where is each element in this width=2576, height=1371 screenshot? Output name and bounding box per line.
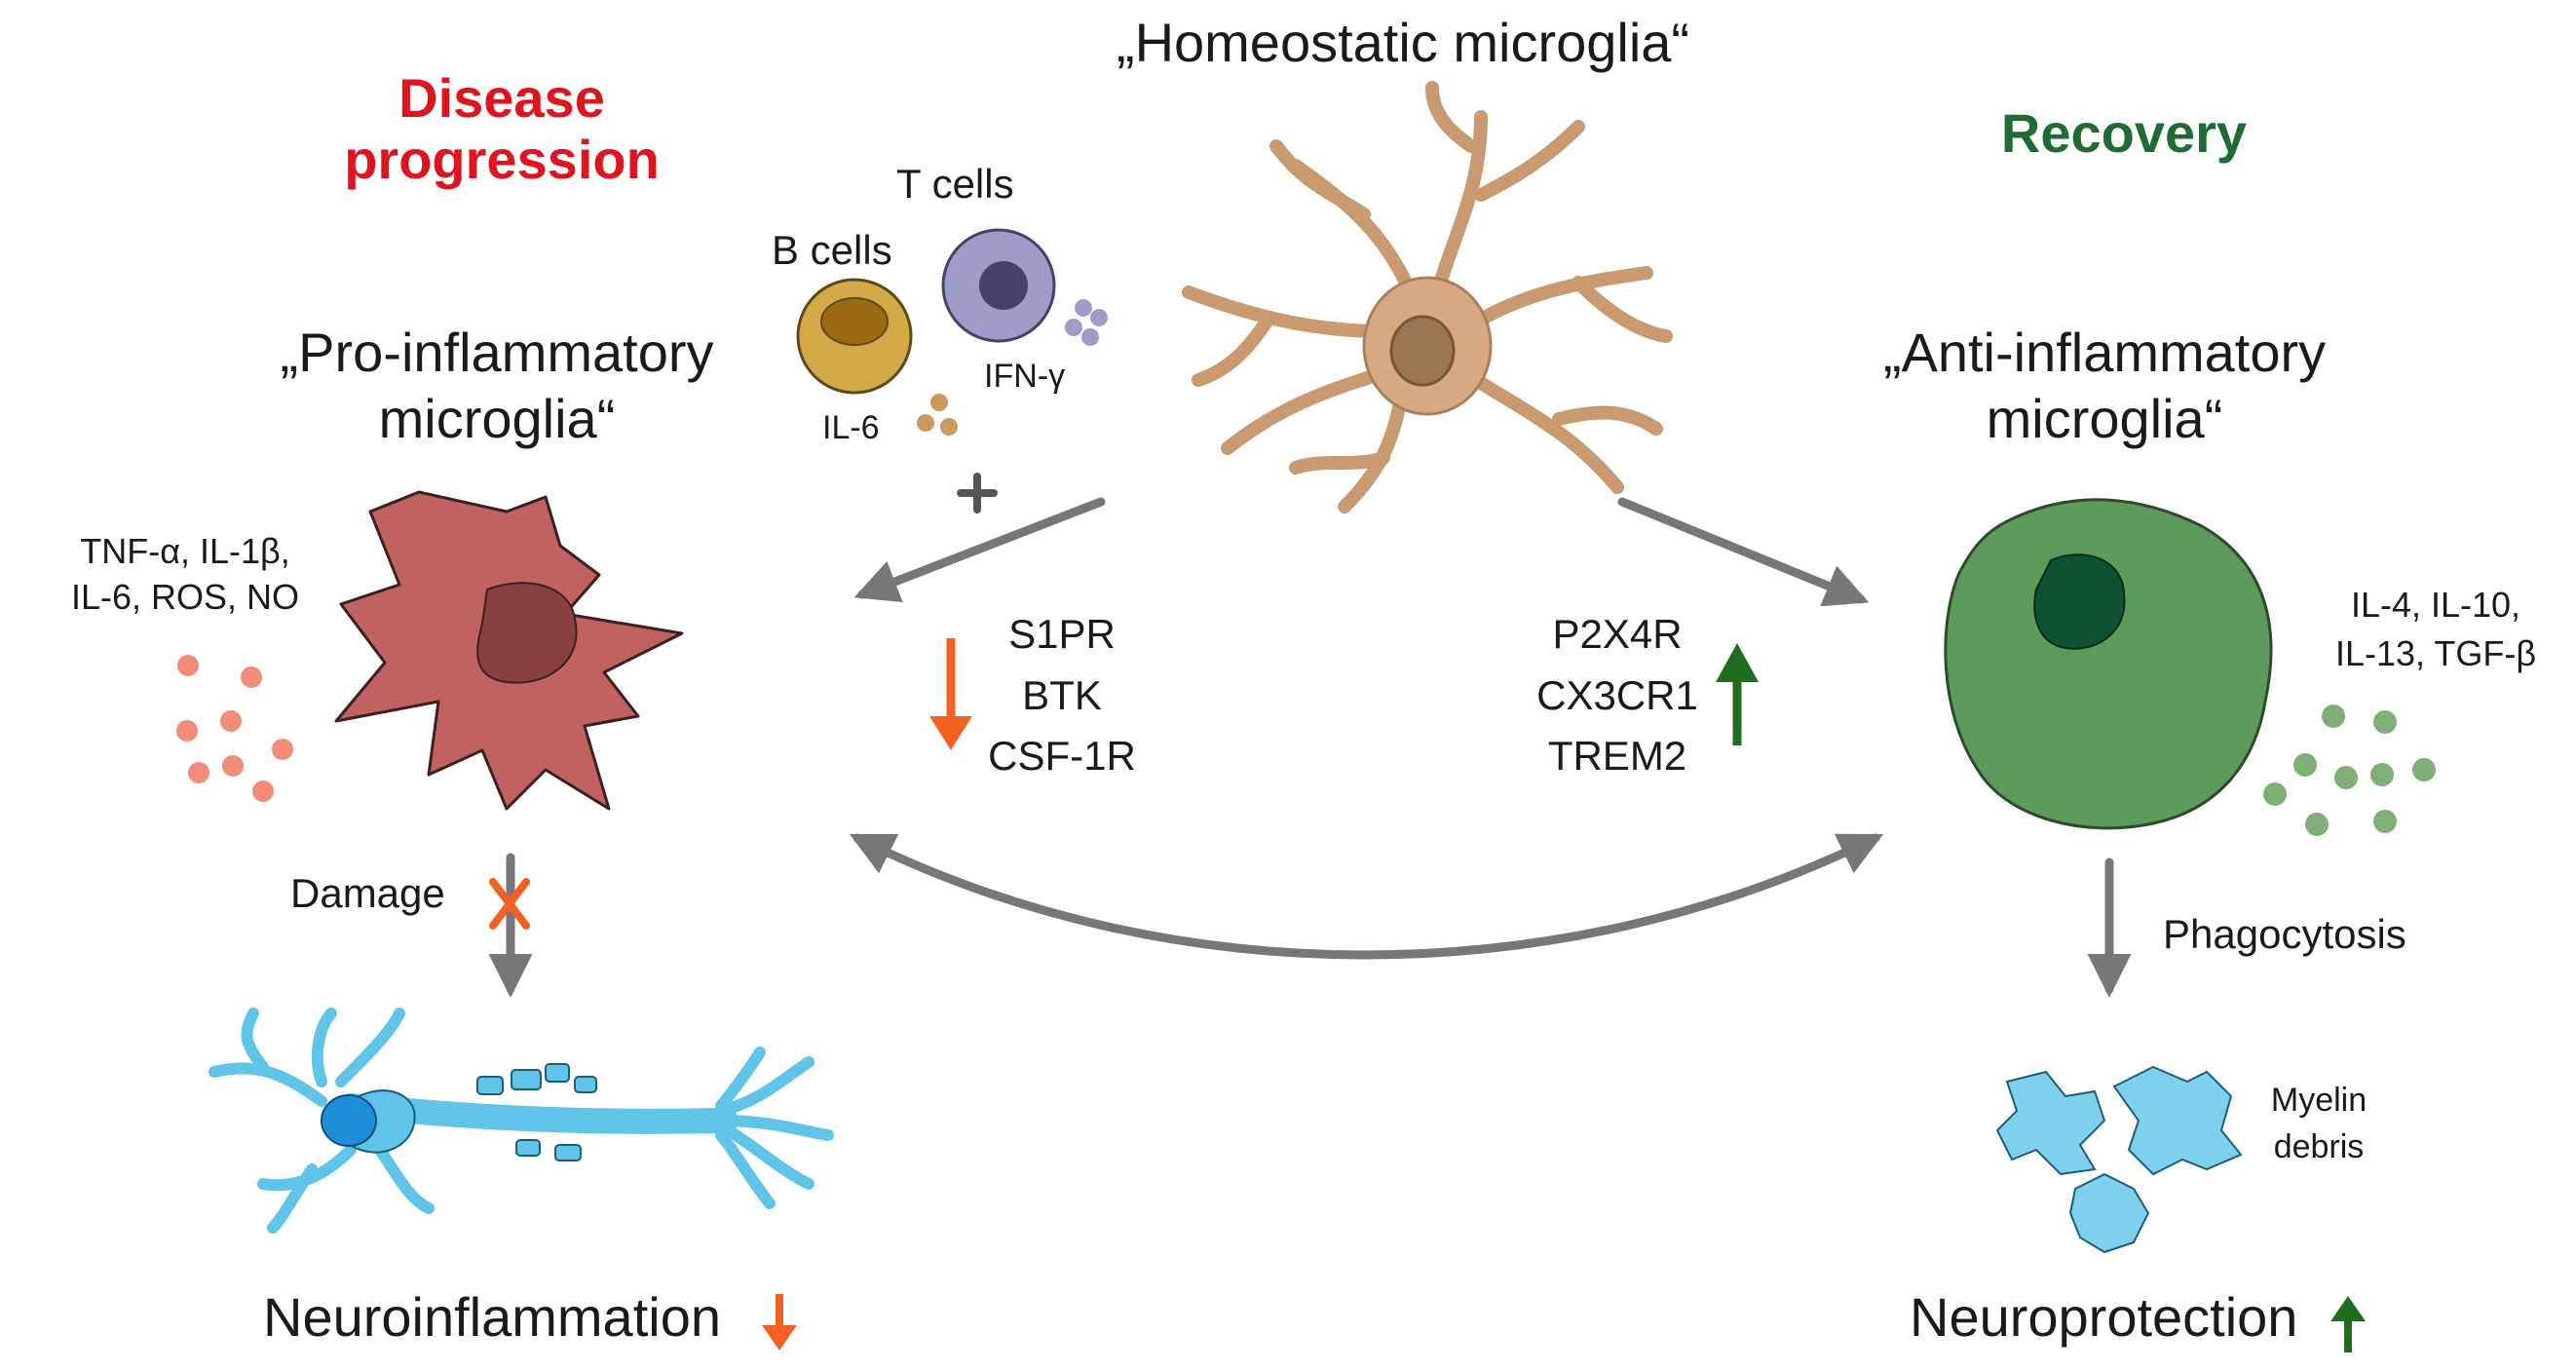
phagocytosis-label: Phagocytosis (2163, 911, 2406, 957)
disease-progression-title: Disease progression (344, 67, 660, 190)
receptor-up-cx3cr1: CX3CR1 (1536, 672, 1698, 718)
damage-cross-icon (489, 878, 530, 930)
receptor-up-p2x4r: P2X4R (1552, 611, 1683, 657)
neuron-icon (208, 1008, 834, 1234)
down-arrow-icon (929, 638, 972, 750)
anti-inflammatory-label-line1: „Anti-inflammatory (1882, 322, 2327, 383)
t-cells-label: T cells (896, 161, 1014, 207)
myelin-debris-icon (1995, 1065, 2243, 1254)
il6-dots-icon (917, 394, 958, 436)
receptor-down-csf1r: CSF-1R (988, 733, 1136, 779)
anti-cytokines-line1: IL-4, IL-10, (2350, 585, 2521, 625)
arrow-to-anti-inflammatory (1617, 497, 1870, 607)
up-arrow-icon (1716, 643, 1759, 745)
neuroinflammation-label: Neuroinflammation (263, 1286, 721, 1348)
receptor-down-s1pr: S1PR (1008, 611, 1116, 657)
anti-cytokines-line2: IL-13, TGF-β (2334, 633, 2537, 673)
neuroinflammation-down-arrow-icon (762, 1294, 797, 1351)
pro-cytokines-line1: TNF-α, IL-1β, (80, 531, 290, 571)
ifn-gamma-dots-icon (1065, 299, 1108, 346)
arrow-to-pro-inflammatory (853, 497, 1106, 602)
neuroprotection-up-arrow-icon (2330, 1296, 2366, 1352)
arrows (488, 497, 2132, 998)
bidirectional-arrow (849, 833, 1884, 960)
neuroprotection-label: Neuroprotection (1910, 1286, 2298, 1348)
receptor-up-trem2: TREM2 (1547, 733, 1687, 779)
pro-inflammatory-label-line2: microglia“ (378, 388, 616, 449)
plus-icon (957, 473, 998, 514)
receptor-down-btk: BTK (1022, 672, 1102, 718)
anti-inflammatory-microglia-icon (1944, 498, 2273, 830)
ifn-gamma-label: IFN-γ (984, 358, 1066, 395)
myelin-debris-label-line2: debris (2273, 1128, 2365, 1165)
homeostatic-microglia-icon (1182, 81, 1673, 514)
damage-label: Damage (290, 870, 445, 916)
b-cell-icon (796, 278, 913, 395)
pro-inflammatory-microglia-icon (334, 490, 684, 811)
pro-cytokine-dots-icon (176, 655, 293, 802)
homeostatic-microglia-label: „Homeostatic microglia“ (1116, 12, 1690, 73)
b-cells-label: B cells (772, 227, 892, 273)
t-cell-icon (941, 228, 1056, 343)
pro-inflammatory-label-line1: „Pro-inflammatory (280, 322, 714, 383)
myelin-debris-label-line1: Myelin (2270, 1082, 2368, 1119)
pro-cytokines-line2: IL-6, ROS, NO (70, 577, 300, 617)
recovery-title: Recovery (2000, 102, 2248, 164)
anti-cytokine-dots-icon (2263, 705, 2436, 836)
anti-inflammatory-label-line2: microglia“ (1986, 388, 2223, 449)
il6-label: IL-6 (822, 409, 880, 446)
